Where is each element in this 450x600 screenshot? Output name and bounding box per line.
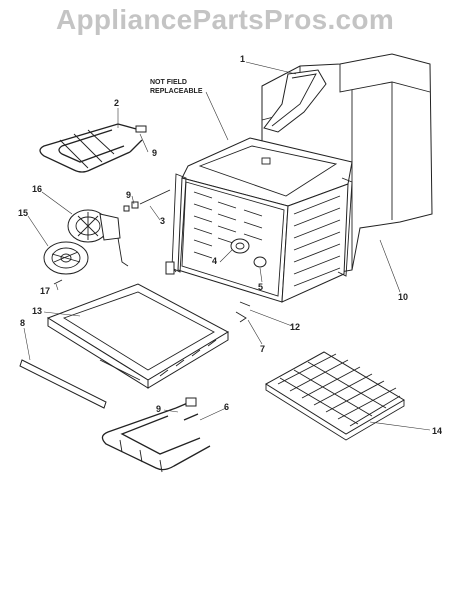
- convection-fan: [67, 209, 129, 267]
- callout-8: 8: [20, 318, 25, 328]
- callout-13: 13: [32, 306, 42, 316]
- callout-9b: 9: [126, 190, 131, 200]
- oven-cavity: [171, 137, 353, 303]
- vent-duct: [263, 69, 327, 133]
- leader-lines: [23, 61, 431, 431]
- oven-light: [230, 238, 250, 254]
- callout-17: 17: [40, 286, 50, 296]
- cavity-vent-slots-left: [193, 191, 263, 259]
- callout-9a: 9: [152, 148, 157, 158]
- screw-hardware: [53, 189, 251, 323]
- fan-baffle: [43, 241, 89, 275]
- broil-element: [39, 123, 147, 173]
- light-lens: [253, 256, 267, 268]
- callout-7: 7: [260, 344, 265, 354]
- bake-element: [101, 397, 211, 473]
- watermark-logo: AppliancePartsPros.com: [55, 4, 395, 35]
- callout-15: 15: [18, 208, 28, 218]
- callout-4: 4: [212, 256, 217, 266]
- callout-1: 1: [240, 54, 245, 64]
- trim-strip: [19, 359, 107, 409]
- note-line-2: REPLACEABLE: [150, 88, 203, 95]
- not-field-replaceable-note: NOT FIELD REPLACEABLE: [150, 79, 203, 95]
- callout-9c: 9: [156, 404, 161, 414]
- callout-numbers: 1 2 9 16 9 3 15 4 5 10 17 13 12 8 7 9 6 …: [18, 54, 442, 436]
- callout-12: 12: [290, 322, 300, 332]
- callout-2: 2: [114, 98, 119, 108]
- callout-6: 6: [224, 402, 229, 412]
- callout-10: 10: [398, 292, 408, 302]
- cavity-vent-slots-right: [293, 195, 341, 287]
- callout-5: 5: [258, 282, 263, 292]
- callout-14: 14: [432, 426, 442, 436]
- callout-3: 3: [160, 216, 165, 226]
- callout-16: 16: [32, 184, 42, 194]
- oven-rack: [265, 351, 405, 441]
- note-line-1: NOT FIELD: [150, 79, 187, 86]
- oven-bottom-panel: [46, 283, 230, 389]
